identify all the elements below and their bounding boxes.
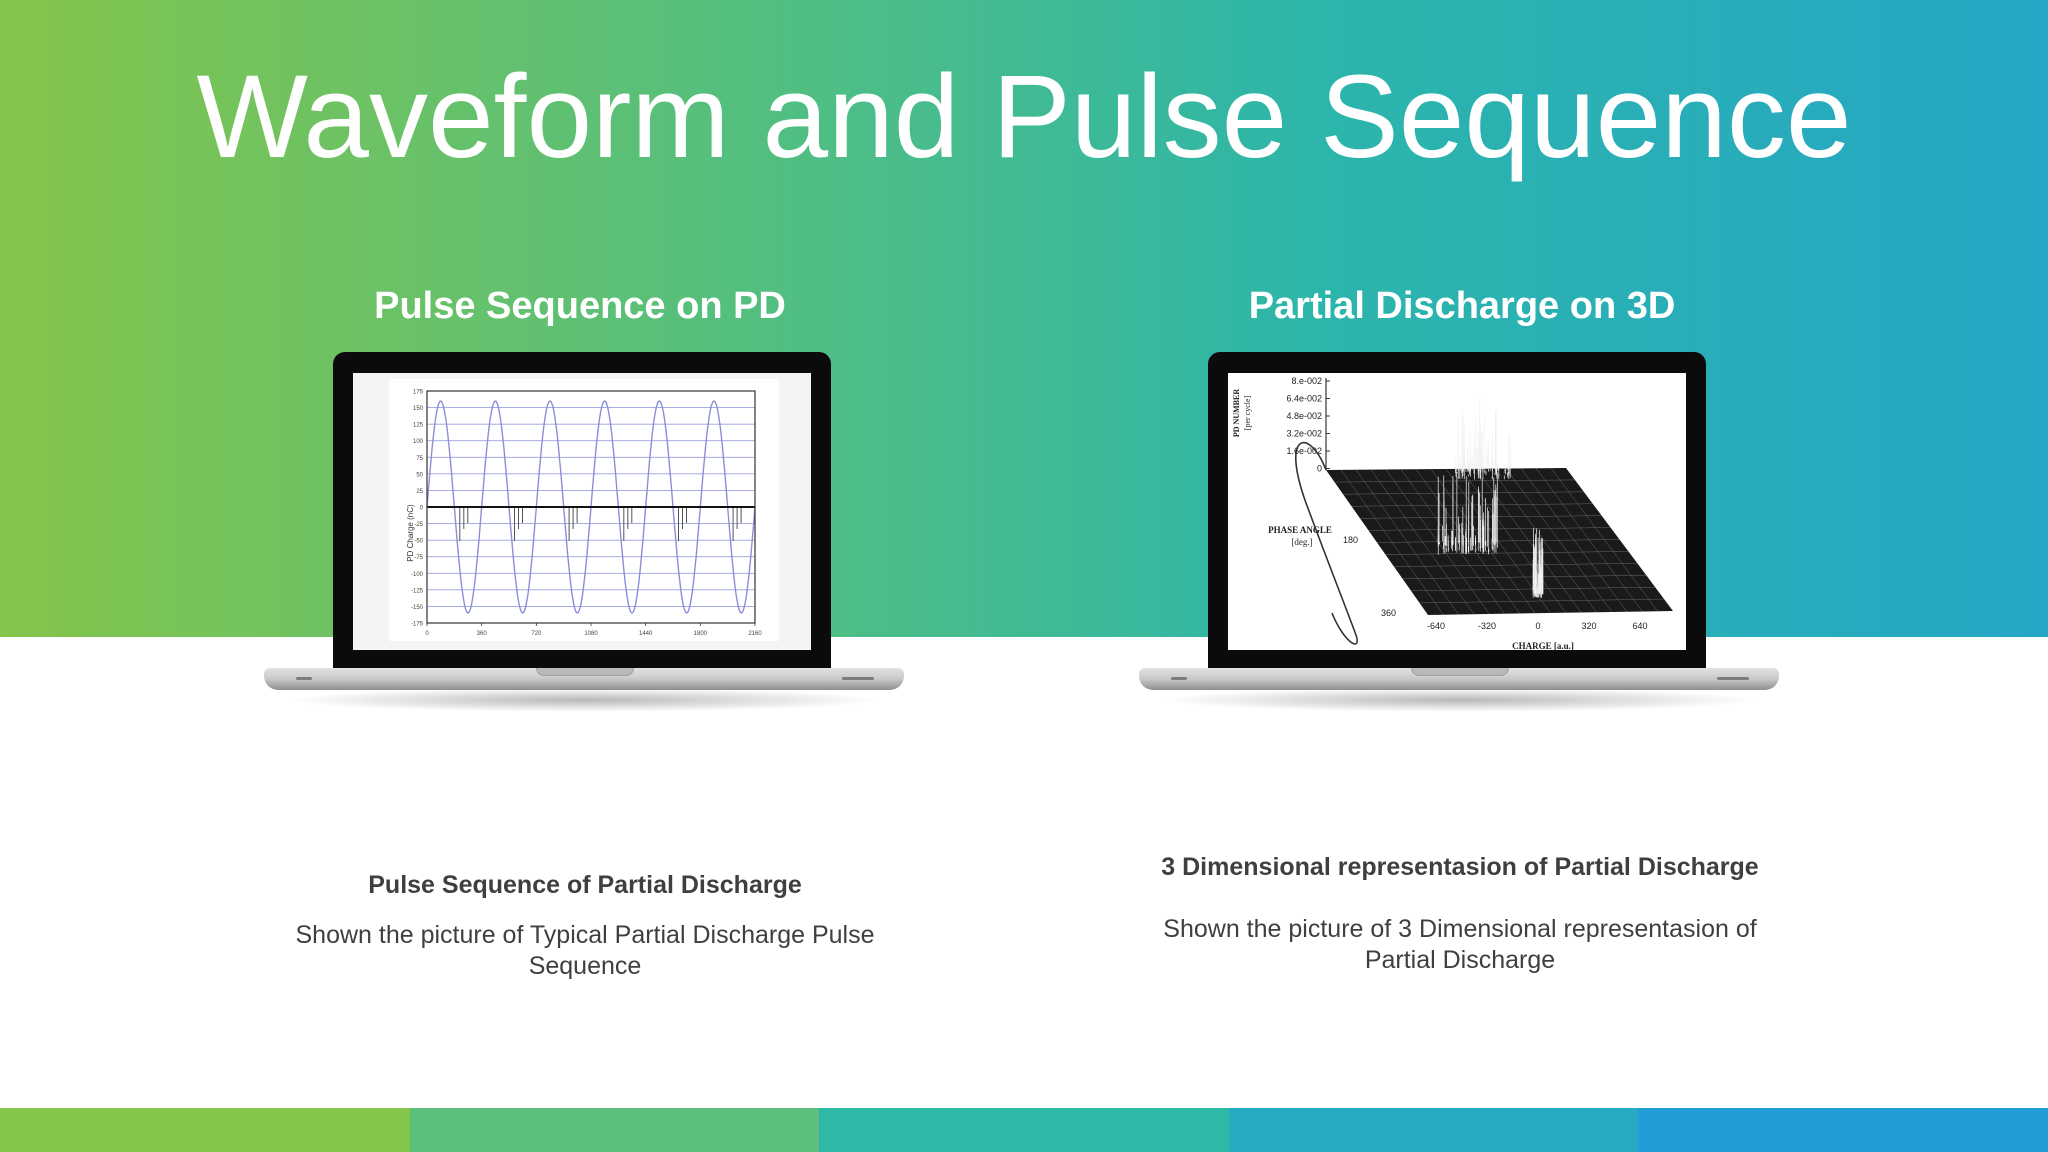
x-tick-label: 1440	[639, 631, 653, 637]
laptop-shadow	[1159, 688, 1759, 712]
plane-grid-line	[1415, 469, 1521, 614]
right-heading: Partial Discharge on 3D	[1248, 285, 1676, 327]
y-tick-label: -100	[411, 572, 424, 578]
y-tick-label: -175	[411, 622, 424, 628]
charge-tick-label: -640	[1427, 621, 1445, 631]
laptop-base	[264, 668, 904, 690]
laptop-lid: 175 150 125 100 75 50 25 0 -25 -50 -75 -100 -125 -150…	[333, 352, 831, 670]
x-tick-label: 360	[477, 631, 488, 637]
plane-grid-line	[1520, 468, 1628, 612]
y-tick-label: 0	[420, 506, 424, 512]
y-tick-label: -50	[414, 539, 423, 545]
phase-tick: 360	[1381, 608, 1396, 618]
y-axis-label: PD Charge (nC)	[406, 504, 415, 562]
left-heading: Pulse Sequence on PD	[374, 285, 786, 327]
phase-axis-unit: [deg.]	[1291, 537, 1312, 547]
laptop-lid: 8.e-002 6.4e-002 4.8e-002 3.2e-002 1.6e-002 0…	[1208, 352, 1706, 670]
pulse-spikes	[459, 507, 742, 541]
y-tick-label: 175	[413, 390, 424, 396]
plane-grid-line	[1385, 469, 1490, 615]
left-caption-body: Shown the picture of Typical Partial Dis…	[295, 921, 875, 980]
laptop-notch	[536, 668, 634, 676]
plane-grid-line	[1370, 469, 1475, 615]
y-tick-label: -150	[411, 605, 424, 611]
laptop-base	[1139, 668, 1779, 690]
footer-color-bar	[0, 1108, 2048, 1152]
plane-grid-line	[1550, 467, 1658, 612]
footer-segment	[1228, 1108, 1639, 1152]
footer-segment	[819, 1108, 1229, 1152]
pulse-sequence-chart: 175 150 125 100 75 50 25 0 -25 -50 -75 -100 -125 -150…	[353, 373, 811, 650]
z-tick-label: 3.2e-002	[1286, 429, 1322, 439]
plot-frame	[426, 390, 756, 624]
x-tick-label: 2160	[748, 631, 762, 637]
plane-grid-line	[1355, 469, 1459, 615]
y-tick-label: 75	[416, 456, 423, 462]
partial-discharge-3d-chart: 8.e-002 6.4e-002 4.8e-002 3.2e-002 1.6e-002 0…	[1228, 373, 1686, 650]
footer-segment	[409, 1108, 820, 1152]
charge-tick-label: -320	[1478, 621, 1496, 631]
x-tick-label: 0	[425, 631, 429, 637]
y-tick-label: 100	[413, 439, 424, 445]
laptop-indicator	[1717, 677, 1749, 680]
x-tick-label: 720	[531, 631, 542, 637]
z-tick-label: 8.e-002	[1291, 376, 1322, 386]
phase-sine-curve	[1295, 442, 1358, 645]
plane-grid-line	[1505, 468, 1612, 613]
x-tick-label: 1800	[694, 631, 708, 637]
laptop-indicator	[296, 677, 312, 680]
chart-panel	[389, 379, 779, 641]
laptop-notch	[1411, 668, 1509, 676]
right-laptop: 8.e-002 6.4e-002 4.8e-002 3.2e-002 1.6e-002 0…	[1139, 352, 1779, 722]
y-tick-label: 50	[416, 472, 423, 478]
z-tick-label: 6.4e-002	[1286, 394, 1322, 404]
left-laptop: 175 150 125 100 75 50 25 0 -25 -50 -75 -100 -125 -150…	[264, 352, 904, 722]
plane-grid-line	[1535, 468, 1643, 612]
z-tick-label: 0	[1317, 464, 1322, 474]
laptop-shadow	[284, 688, 884, 712]
charge-tick-label: 320	[1581, 621, 1596, 631]
left-caption-title: Pulse Sequence of Partial Discharge	[368, 871, 802, 899]
phase-charge-plane	[1326, 468, 1673, 615]
phase-tick: 180	[1343, 535, 1358, 545]
footer-segment	[0, 1108, 410, 1152]
x-tick-label: 1080	[584, 631, 598, 637]
z-tick-label: 4.8e-002	[1286, 411, 1322, 421]
footer-segment	[1638, 1108, 2048, 1152]
plane-grid-line	[1340, 469, 1444, 615]
laptop-indicator	[1171, 677, 1187, 680]
right-caption-title: 3 Dimensional representasion of Partial …	[1161, 853, 1759, 881]
laptop-screen: 175 150 125 100 75 50 25 0 -25 -50 -75 -100 -125 -150…	[353, 373, 811, 650]
charge-tick-label: 640	[1632, 621, 1647, 631]
y-tick-label: -25	[414, 522, 423, 528]
z-axis-unit: [per cycle]	[1243, 395, 1252, 430]
charge-tick-label: 0	[1535, 621, 1540, 631]
plane-grid-line	[1490, 468, 1597, 613]
y-tick-label: -125	[411, 588, 424, 594]
z-axis-label: PD NUMBER	[1232, 389, 1241, 437]
y-tick-label: 25	[416, 489, 423, 495]
charge-axis-label: CHARGE [a.u.]	[1512, 641, 1574, 650]
y-tick-label: 150	[413, 406, 424, 412]
right-caption-body: Shown the picture of 3 Dimensional repre…	[1163, 915, 1757, 974]
z-tick-label: 1.6e-002	[1286, 446, 1322, 456]
y-tick-label: -75	[414, 555, 423, 561]
laptop-indicator	[842, 677, 874, 680]
laptop-screen: 8.e-002 6.4e-002 4.8e-002 3.2e-002 1.6e-002 0…	[1228, 373, 1686, 650]
slide-title: Waveform and Pulse Sequence	[196, 51, 1852, 183]
phase-axis-label: PHASE ANGLE	[1268, 525, 1332, 535]
y-tick-label: 125	[413, 423, 424, 429]
